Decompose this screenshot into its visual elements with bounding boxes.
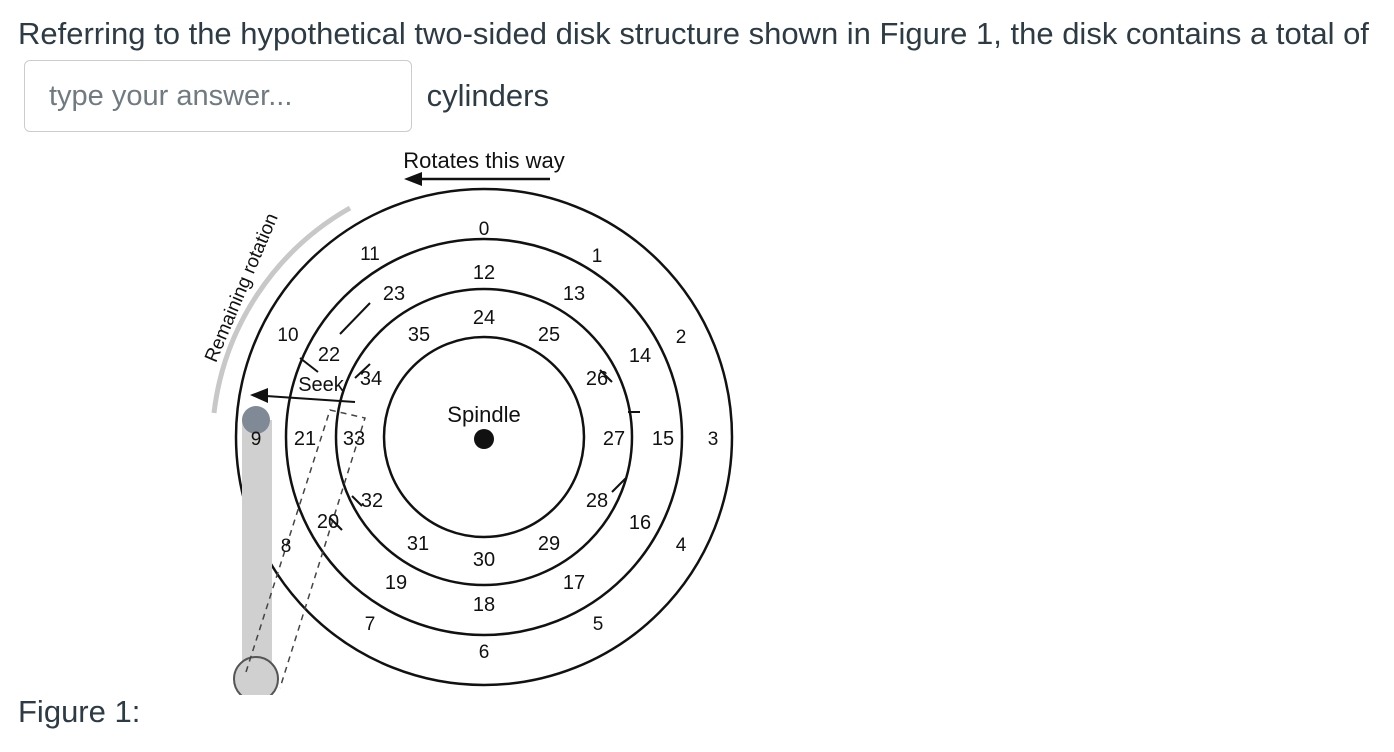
sector-label: 8 (281, 536, 292, 557)
sector-label: 2 (676, 327, 687, 348)
remaining-rotation-arc (211, 205, 352, 414)
sector-label: 10 (277, 325, 298, 346)
sector-label: 22 (318, 344, 340, 366)
sector-label: 19 (385, 572, 407, 594)
middle-track (284, 237, 684, 637)
inner-track (334, 287, 634, 587)
seek-label: Seek (298, 374, 345, 396)
middle-track-sector-labels: 12 13 14 15 16 17 18 19 20 21 22 23 (294, 262, 674, 616)
sector-label: 1 (592, 246, 603, 267)
rotation-title: Rotates this way (403, 148, 564, 173)
disk-arm (242, 420, 272, 678)
question-text-before: Referring to the hypothetical two-sided … (18, 16, 1369, 51)
sector-boundaries (299, 302, 640, 531)
sector-label: 30 (473, 549, 495, 571)
sector-label: 0 (479, 219, 490, 240)
sector-label: 26 (586, 368, 608, 390)
sector-label: 7 (365, 614, 376, 635)
sector-label: 28 (586, 490, 608, 512)
sector-label: 4 (676, 535, 687, 556)
spindle-dot (474, 429, 494, 449)
outer-track-sector-labels: 0 1 2 3 4 5 6 7 8 9 10 11 (251, 219, 719, 663)
remaining-rotation-label: Remaining rotation (201, 210, 283, 365)
sector-label: 15 (652, 428, 674, 450)
seek-arrow (265, 395, 356, 403)
sector-label: 16 (629, 512, 651, 534)
rotation-arrowhead (404, 172, 422, 186)
sector-label: 29 (538, 533, 560, 555)
figure-label: Figure 1: (18, 694, 141, 729)
sector-label: 20 (317, 511, 339, 533)
arm-pivot (233, 656, 279, 695)
spindle-track (382, 335, 586, 539)
sector-label: 24 (473, 307, 495, 329)
sector-label: 11 (360, 244, 380, 265)
sector-label: 35 (408, 324, 430, 346)
sector-label: 32 (361, 490, 383, 512)
outer-track (234, 187, 734, 687)
question-text-after: cylinders (426, 78, 549, 114)
sector-label: 33 (343, 428, 365, 450)
sector-label: 17 (563, 572, 585, 594)
disk-head (242, 406, 270, 434)
question-text: Referring to the hypothetical two-sided … (18, 6, 1378, 134)
sector-label: 3 (708, 429, 719, 450)
sector-label: 21 (294, 428, 316, 450)
answer-input[interactable] (24, 60, 412, 132)
sector-label: 5 (593, 614, 604, 635)
sector-label: 12 (473, 262, 495, 284)
sector-label: 6 (479, 642, 490, 663)
seek-arrowhead (250, 388, 268, 403)
sector-label: 9 (251, 429, 262, 450)
sector-label: 31 (407, 533, 429, 555)
sector-label: 18 (473, 594, 495, 616)
arm-moved-outline (245, 409, 366, 689)
sector-label: 14 (629, 345, 651, 367)
inner-track-sector-labels: 24 25 26 27 28 29 30 31 32 33 34 35 (343, 307, 625, 571)
spindle-label: Spindle (447, 402, 520, 427)
sector-label: 25 (538, 324, 560, 346)
disk-figure: Remaining rotation Rotates this way Spin… (201, 148, 734, 695)
sector-label: 13 (563, 283, 585, 305)
sector-label: 27 (603, 428, 625, 450)
sector-label: 23 (383, 283, 405, 305)
sector-label: 34 (360, 368, 382, 390)
